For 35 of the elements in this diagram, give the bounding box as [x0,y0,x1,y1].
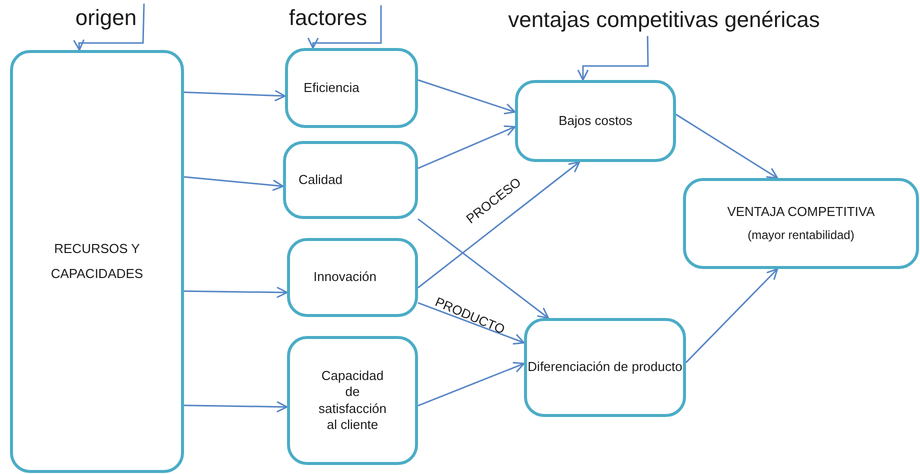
arrow [676,114,778,179]
leader-arrow [307,5,382,49]
heading-label: origen [75,4,137,32]
heading-label: ventajas competitivas genéricas [508,6,820,34]
advantage-box [515,80,676,162]
node-label: Innovación [314,268,376,286]
factor-box [283,141,418,219]
node-label: Capacidad de satisfacción al cliente [318,368,388,433]
resource-box [10,50,184,473]
arrow [418,218,550,319]
arrow [418,79,516,114]
node-label: Diferenciación de producto [528,358,682,376]
advantage-box [524,318,686,417]
node-label: (mayor rentabilidad) [748,227,854,244]
arrow [184,401,288,413]
arrow [418,161,580,288]
arrow [418,302,525,345]
node-label: Eficiencia [304,78,360,97]
heading-label: factores [288,4,368,32]
arrow [184,90,286,102]
result-box [683,178,919,269]
node-label: RECURSOS Y CAPACIDADES [50,240,144,282]
arrow [685,268,778,364]
factor-box [285,48,418,128]
arrow [418,362,525,406]
factor-box [287,238,418,317]
arrow [418,125,516,169]
node-label: Calidad [298,170,343,189]
leader-arrow [73,4,145,51]
arrow [184,286,288,298]
node-label: Bajos costos [558,112,632,130]
factor-box [287,336,418,465]
arrow [184,176,284,192]
node-label: VENTAJA COMPETITIVA [727,202,875,221]
leader-arrow [577,36,649,81]
